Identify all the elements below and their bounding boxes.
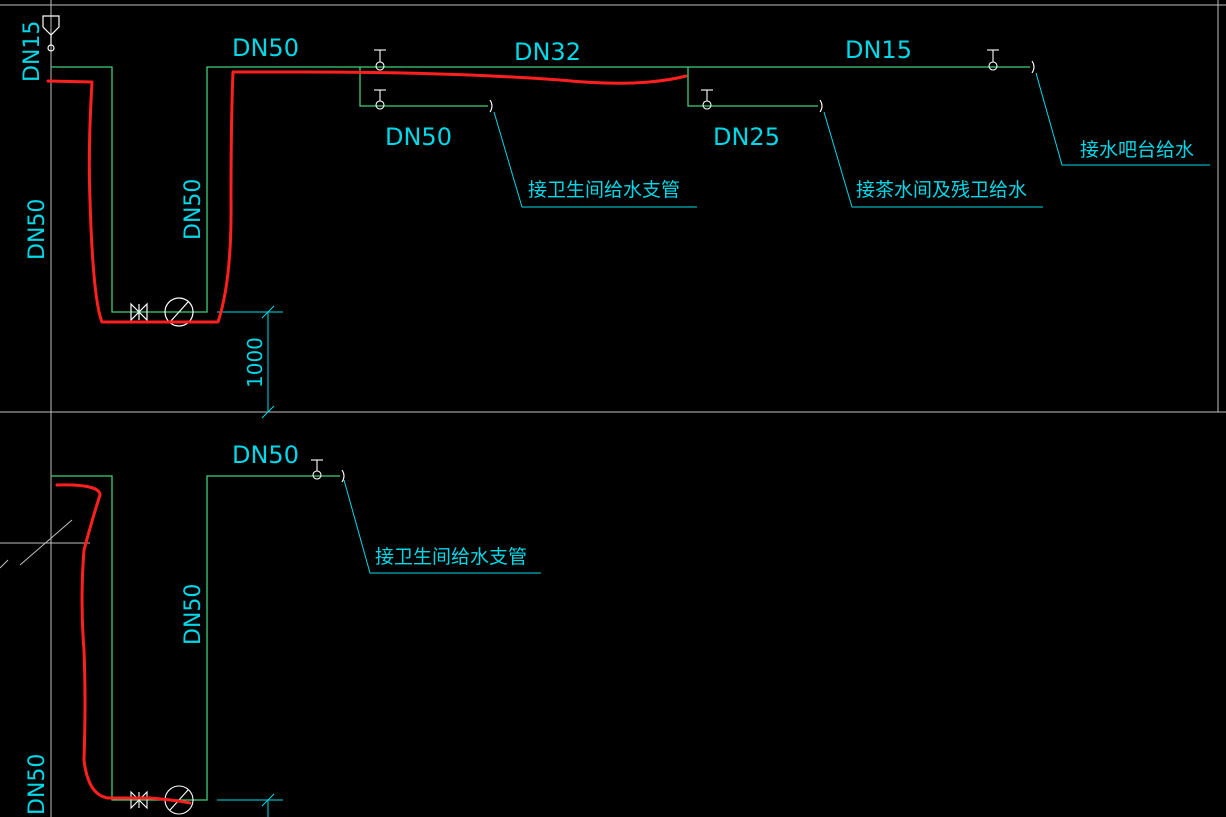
branch2-leader (823, 111, 1043, 208)
pipe-end-icon (341, 469, 345, 483)
labels: DN15 DN50 DN50 DN50 DN32 DN15 DN50 DN25 … (20, 21, 1194, 815)
valve-icon (374, 49, 386, 71)
pipe-end-icon (489, 99, 493, 113)
label-dn32: DN32 (514, 38, 581, 66)
bottom-symbols (130, 459, 345, 815)
bottom-branch-leader (343, 479, 541, 574)
branch3-leader (1035, 72, 1210, 166)
label-bottom-branch-note: 接卫生间给水支管 (375, 546, 527, 568)
label-branch1-note: 接卫生间给水支管 (528, 179, 680, 201)
branch1-leader (493, 111, 697, 208)
pipe-end-caps (489, 60, 1035, 113)
red-markup-bottom (55, 483, 192, 805)
top-valves (374, 49, 999, 110)
valve-icon (987, 49, 999, 71)
label-branch3-note: 接水吧台给水 (1080, 139, 1194, 161)
dimension-1000 (217, 305, 283, 419)
label-dn50-left-riser: DN50 (25, 199, 50, 260)
section-break-mark (0, 519, 90, 569)
branch1-pipe (359, 67, 488, 107)
valve-icon (701, 89, 713, 110)
label-bottom-dn50-riser: DN50 (181, 584, 206, 645)
riser-top-fixture (42, 15, 60, 52)
label-bottom-dn50-top: DN50 (232, 441, 299, 469)
top-main-pipe (51, 66, 1030, 313)
pipe-end-icon (819, 99, 823, 113)
gate-valve-icon (130, 302, 148, 322)
red-markup-top (46, 70, 688, 324)
water-meter-icon (164, 297, 194, 327)
label-dn50-right-riser: DN50 (181, 179, 206, 240)
label-bottom-dn50-left: DN50 (25, 754, 50, 815)
red-markup (46, 70, 688, 805)
top-pipework (51, 66, 1030, 313)
leader-lines (343, 72, 1210, 574)
label-branch2-size: DN25 (713, 123, 780, 151)
top-valve-meter (130, 297, 194, 327)
label-dimension-1000: 1000 (243, 337, 267, 388)
pipe-end-icon (1031, 60, 1035, 74)
fixture-icon (42, 15, 60, 36)
bottom-dimension (217, 793, 283, 817)
label-dn50-top: DN50 (232, 34, 299, 62)
label-dn15-main: DN15 (845, 36, 912, 64)
branch2-pipe (687, 67, 818, 107)
label-branch2-note: 接茶水间及残卫给水 (856, 179, 1027, 201)
gate-valve-icon (130, 790, 148, 810)
valve-icon (311, 459, 323, 480)
label-dn15-riser: DN15 (20, 21, 45, 82)
valve-icon (374, 89, 386, 110)
label-branch1-size: DN50 (385, 123, 452, 151)
